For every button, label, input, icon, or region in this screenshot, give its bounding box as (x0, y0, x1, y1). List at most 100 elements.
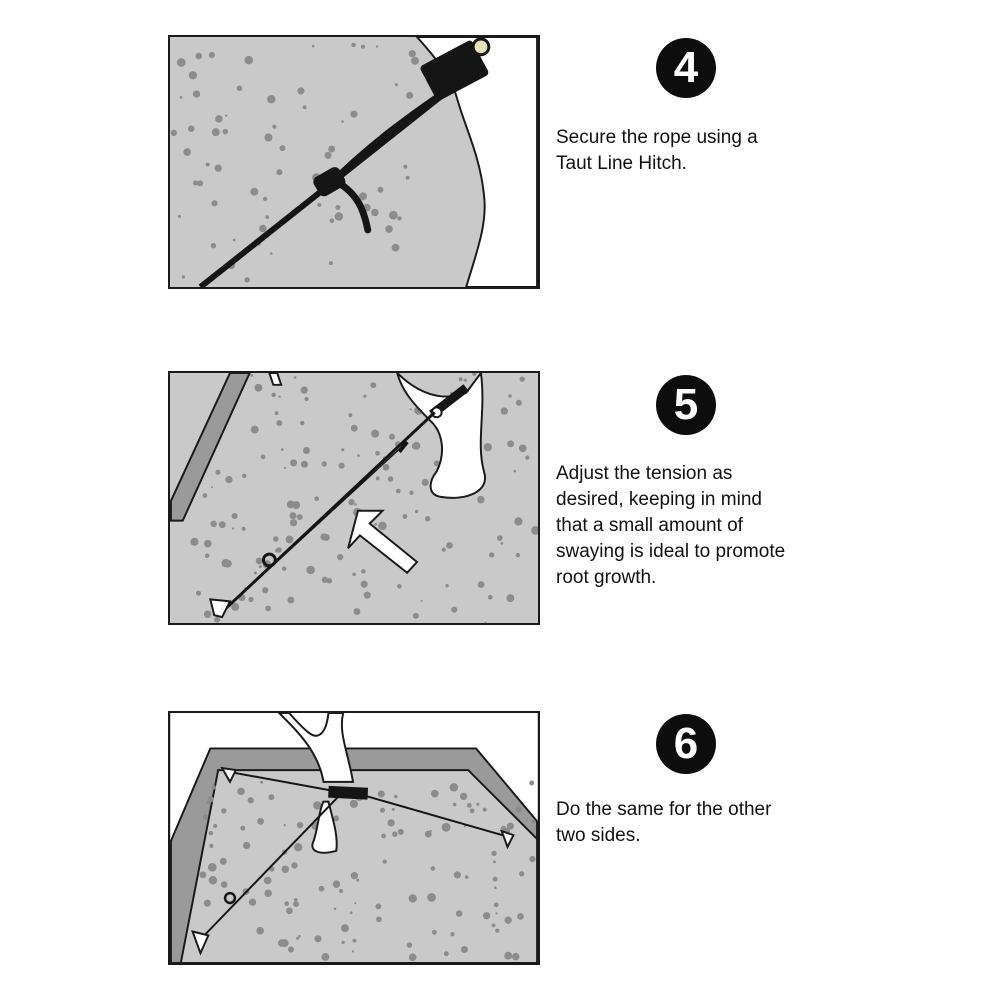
soil-speckle (529, 780, 535, 786)
soil-speckle (360, 44, 366, 49)
soil-speckle (299, 420, 305, 426)
soil-speckle (375, 903, 382, 910)
soil-speckle (421, 478, 429, 486)
step-4-illustration (168, 35, 540, 289)
soil-speckle (341, 448, 345, 452)
soil-bed (179, 769, 538, 963)
soil-speckle (429, 829, 432, 832)
ground-stake (209, 598, 232, 619)
soil-speckle (492, 860, 496, 864)
soil-speckle (351, 42, 356, 48)
step-number-badge: 4 (656, 38, 716, 98)
soil-speckle (338, 462, 345, 469)
soil-speckle (441, 822, 451, 832)
soil-speckle (500, 407, 508, 415)
direction-arrow-icon (347, 509, 419, 575)
soil-speckle (314, 935, 322, 943)
soil-speckle (221, 559, 230, 568)
soil-speckle (219, 857, 227, 865)
soil-speckle (207, 863, 217, 872)
step-number-badge: 5 (656, 375, 716, 435)
soil-speckle (458, 377, 463, 382)
soil-speckle (214, 164, 222, 172)
soil-speckle (375, 45, 379, 48)
soil-speckle (464, 875, 469, 879)
soil-speckle (231, 512, 238, 520)
soil-speckle (170, 129, 177, 137)
step-description: Adjust the tension as desired, keeping i… (556, 463, 786, 588)
soil-speckle (409, 490, 414, 495)
soil-speckle (232, 527, 235, 530)
soil-speckle (408, 894, 417, 903)
rope-loop (326, 74, 468, 187)
soil-speckle (341, 940, 345, 945)
soil-speckle (280, 448, 284, 452)
soil-speckle (506, 822, 514, 830)
soil-speckle (202, 814, 209, 820)
soil-speckle (491, 850, 497, 857)
soil-speckle (304, 396, 309, 402)
trunk-strap (328, 785, 369, 800)
soil-speckle (517, 913, 524, 920)
soil-speckle (377, 186, 384, 193)
hitch-knot (223, 891, 237, 905)
soil-speckle (370, 382, 377, 389)
soil-speckle (208, 830, 214, 836)
soil-speckle (463, 378, 467, 382)
soil-speckle (210, 242, 217, 249)
soil-speckle (313, 801, 322, 810)
soil-speckle (449, 783, 459, 792)
soil-speckle (207, 796, 214, 803)
soil-speckle (336, 553, 344, 561)
soil-speckle (341, 120, 344, 123)
soil-speckle (318, 885, 325, 892)
soil-speckle (181, 275, 186, 279)
soil-speckle (518, 444, 527, 453)
soil-speckle (348, 413, 353, 418)
soil-speckle (445, 584, 449, 588)
soil-speckle (241, 526, 246, 531)
soil-speckle (317, 202, 322, 207)
soil-speckle (495, 912, 498, 915)
soil-speckle (274, 411, 279, 416)
soil-speckle (408, 953, 417, 962)
soil-speckle (224, 114, 228, 117)
soil-speckle (452, 802, 457, 807)
soil-speckle (376, 916, 382, 923)
soil-speckle (496, 535, 503, 541)
soil-speckle (285, 535, 294, 544)
soil-speckle (406, 942, 413, 948)
soil-speckle (215, 469, 221, 475)
soil-speckle (328, 145, 336, 153)
soil-speckle (279, 145, 286, 152)
root-tip (268, 373, 283, 386)
soil-speckle (338, 888, 344, 894)
soil-speckle (248, 596, 254, 603)
soil-speckle (349, 799, 359, 808)
soil-speckle (250, 374, 254, 377)
soil-speckle (394, 83, 398, 87)
soil-speckle (293, 901, 299, 907)
soil-speckle (195, 590, 202, 596)
soil-speckle (350, 872, 359, 880)
soil-speckle (260, 454, 266, 460)
soil-speckle (176, 58, 186, 67)
soil-speckle (519, 871, 525, 877)
soil-speckle (242, 841, 251, 850)
soil-speckle (320, 533, 328, 541)
soil-speckle (276, 169, 283, 176)
soil-speckle (374, 523, 378, 526)
soil-speckle (276, 420, 283, 427)
soil-speckle (286, 907, 293, 915)
soil-speckle (411, 56, 419, 65)
soil-speckle (352, 938, 357, 943)
soil-speckle (375, 450, 380, 456)
soil-speckle (283, 824, 286, 827)
soil-speckle (193, 180, 199, 186)
soil-speckle (211, 128, 220, 137)
soil-speckle (402, 514, 408, 519)
soil-speckle (389, 210, 398, 220)
soil-speckle (494, 886, 497, 889)
soil-speckle (328, 261, 333, 266)
soil-speckle (256, 926, 264, 935)
